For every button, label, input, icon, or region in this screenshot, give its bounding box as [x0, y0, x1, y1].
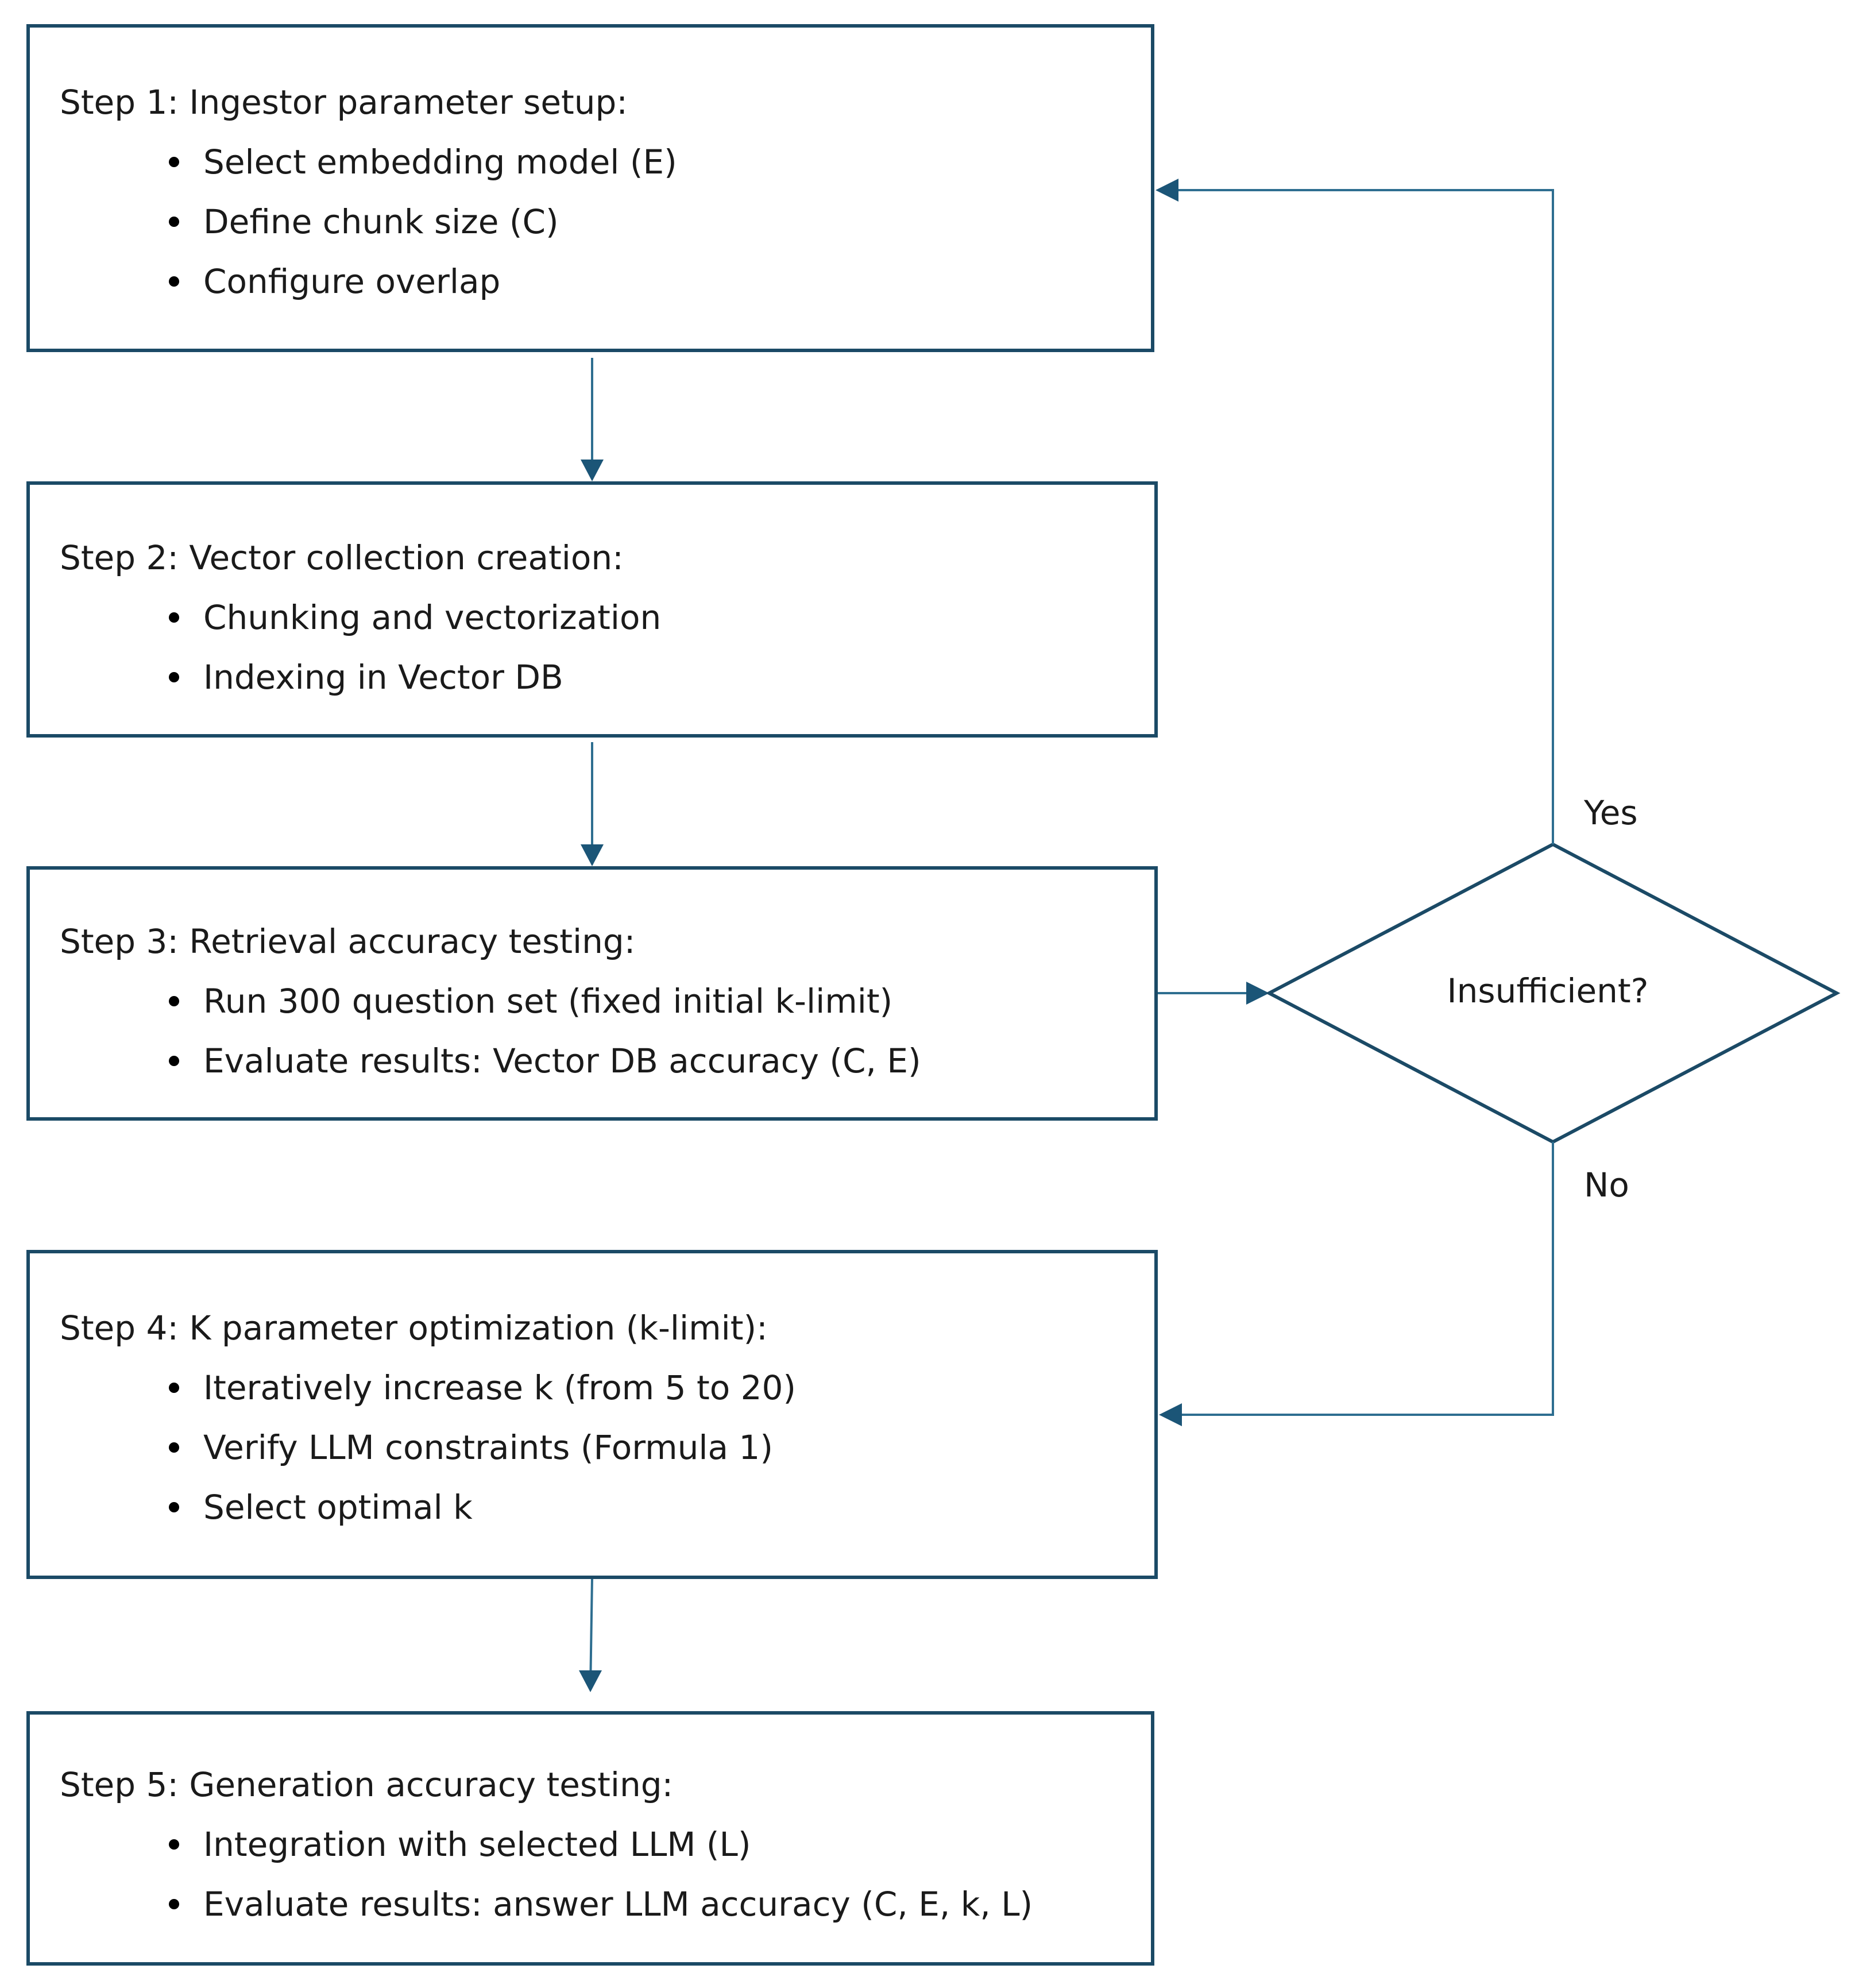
step-3-item: Run 300 question set (fixed initial k-li…	[60, 971, 1143, 1031]
step-4-title: Step 4: K parameter optimization (k-limi…	[60, 1308, 768, 1348]
bullet-icon	[169, 157, 179, 167]
arrowhead-step4	[1159, 1403, 1182, 1426]
step-1-item: Select embedding model (E)	[60, 132, 1139, 192]
step-1-item: Configure overlap	[60, 252, 1139, 311]
step-5-item: Evaluate results: answer LLM accuracy (C…	[60, 1874, 1139, 1934]
arrow-no-to-step4	[1180, 1142, 1554, 1416]
bullet-icon	[169, 1056, 179, 1066]
step-1-list: Select embedding model (E) Define chunk …	[60, 132, 1139, 311]
step-2-box: Step 2: Vector collection creation: Chun…	[26, 481, 1158, 738]
arrow-yes-to-step1	[1176, 189, 1554, 844]
step-4-item: Verify LLM constraints (Formula 1)	[60, 1418, 1143, 1477]
step-3-list: Run 300 question set (fixed initial k-li…	[60, 971, 1143, 1091]
step-5-item: Integration with selected LLM (L)	[60, 1815, 1139, 1874]
step-1-box: Step 1: Ingestor parameter setup: Select…	[26, 24, 1154, 352]
bullet-icon	[169, 1502, 179, 1512]
step-4-item: Select optimal k	[60, 1477, 1143, 1537]
step-1-item: Define chunk size (C)	[60, 192, 1139, 252]
step-2-list: Chunking and vectorization Indexing in V…	[60, 588, 1143, 707]
step-3-box: Step 3: Retrieval accuracy testing: Run …	[26, 866, 1158, 1121]
yes-label: Yes	[1584, 793, 1638, 832]
arrowhead-step3	[581, 844, 604, 866]
bullet-icon	[169, 1383, 179, 1393]
step-5-list: Integration with selected LLM (L) Evalua…	[60, 1815, 1139, 1934]
arrowhead-step1	[1155, 179, 1178, 202]
decision-label: Insufficient?	[1447, 971, 1649, 1010]
no-label: No	[1584, 1165, 1629, 1205]
bullet-icon	[169, 672, 179, 682]
step-1-title: Step 1: Ingestor parameter setup:	[60, 83, 628, 122]
arrowhead-decision	[1246, 982, 1269, 1005]
step-5-title: Step 5: Generation accuracy testing:	[60, 1765, 674, 1804]
bullet-icon	[169, 1899, 179, 1909]
step-4-list: Iteratively increase k (from 5 to 20) Ve…	[60, 1358, 1143, 1537]
step-2-item: Indexing in Vector DB	[60, 647, 1143, 707]
step-3-title: Step 3: Retrieval accuracy testing:	[60, 922, 636, 961]
bullet-icon	[169, 996, 179, 1006]
arrowhead-step2	[581, 460, 604, 481]
step-3-item: Evaluate results: Vector DB accuracy (C,…	[60, 1031, 1143, 1091]
bullet-icon	[169, 217, 179, 227]
bullet-icon	[169, 1839, 179, 1850]
bullet-icon	[169, 1442, 179, 1453]
bullet-icon	[169, 276, 179, 287]
step-2-item: Chunking and vectorization	[60, 588, 1143, 647]
bullet-icon	[169, 612, 179, 623]
step-5-box: Step 5: Generation accuracy testing: Int…	[26, 1711, 1154, 1966]
step-4-box: Step 4: K parameter optimization (k-limi…	[26, 1250, 1158, 1579]
step-2-title: Step 2: Vector collection creation:	[60, 538, 624, 577]
arrowhead-step5	[579, 1670, 602, 1692]
step-4-item: Iteratively increase k (from 5 to 20)	[60, 1358, 1143, 1418]
